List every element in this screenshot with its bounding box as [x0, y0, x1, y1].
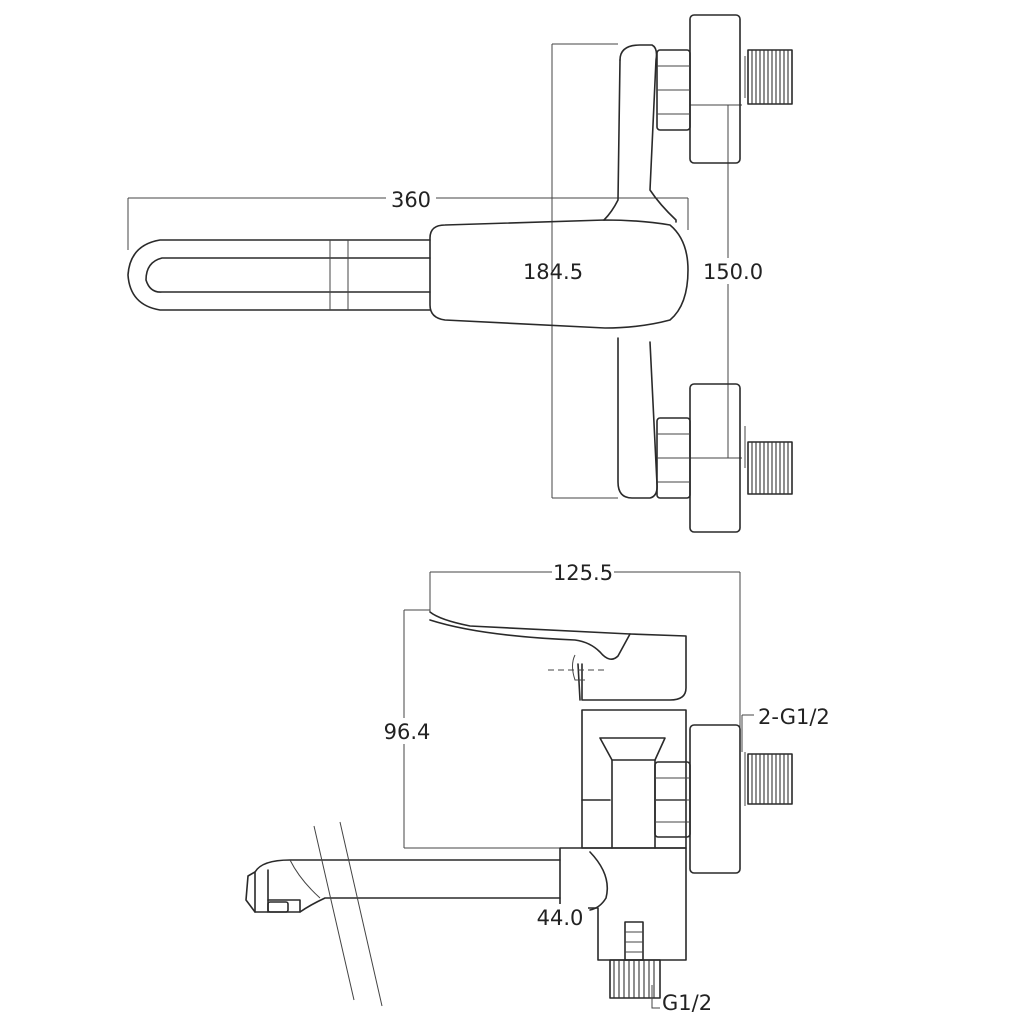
front-dimension-lines	[127, 43, 742, 499]
front-view: 360 184.5 150.0	[127, 14, 793, 533]
front-labels: 360 184.5 150.0	[386, 186, 764, 284]
bottom-inlet-eccentric	[656, 383, 793, 533]
inlet-thread-label: 2-G1/2	[758, 705, 830, 729]
outlet-depth-label: 44.0	[537, 906, 584, 930]
side-labels: 125.5 96.4 44.0 2-G1/2 G1/2	[382, 560, 830, 1015]
side-inlet	[654, 714, 793, 874]
front-body	[603, 44, 677, 499]
total-depth-label: 125.5	[553, 561, 613, 585]
side-view: 125.5 96.4 44.0 2-G1/2 G1/2	[245, 560, 830, 1015]
side-spout	[245, 821, 561, 1007]
side-handle	[429, 611, 687, 701]
side-body	[581, 709, 687, 849]
inlet-spacing-label: 150.0	[703, 260, 763, 284]
spout-length-label: 360	[391, 188, 431, 212]
body-height-label: 184.5	[523, 260, 583, 284]
outlet-thread-label: G1/2	[662, 991, 712, 1015]
top-inlet-eccentric	[656, 14, 793, 164]
front-spout	[127, 219, 689, 329]
handle-height-label: 96.4	[384, 720, 431, 744]
